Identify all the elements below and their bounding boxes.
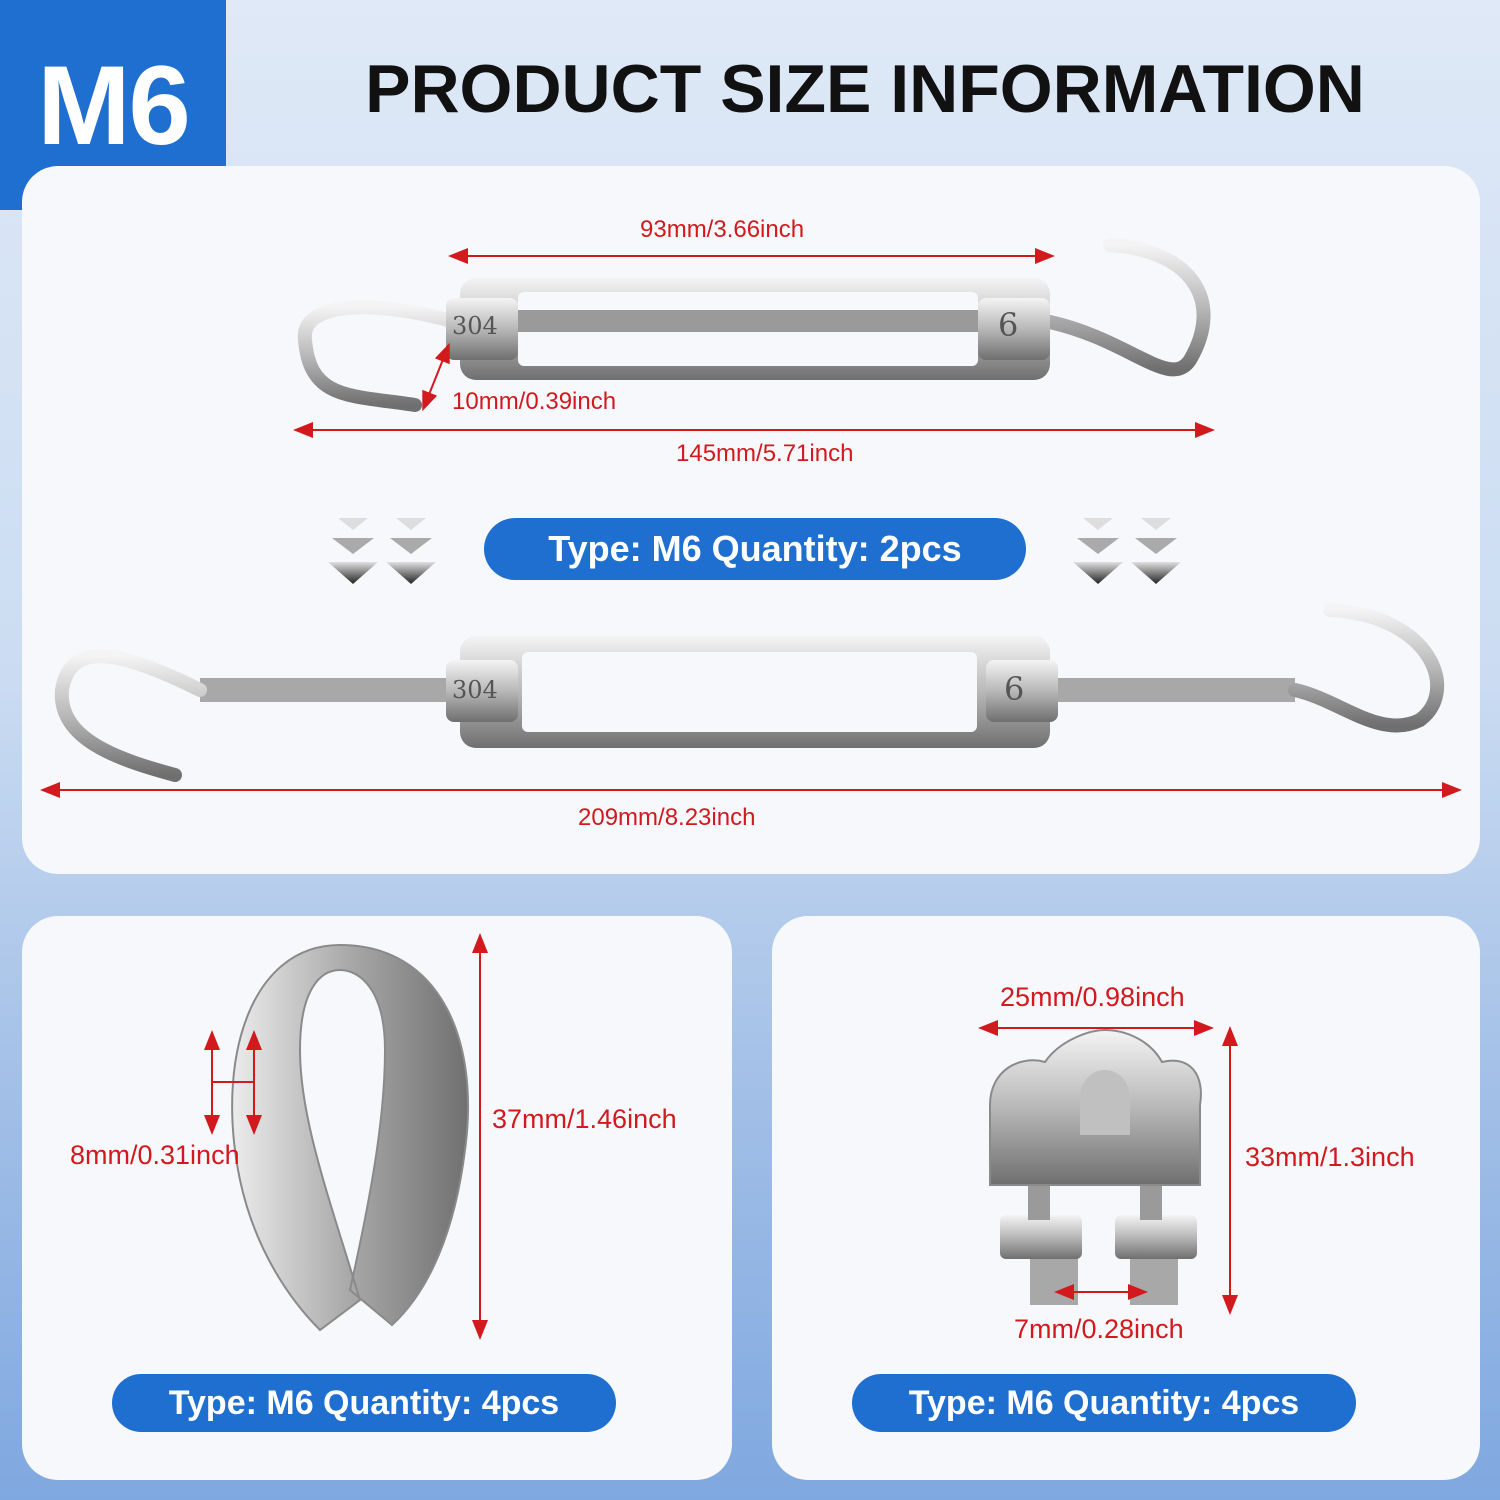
wire-clip-type-text: Type: M6 Quantity: 4pcs [908, 1383, 1300, 1422]
thimble-type-text: Type: M6 Quantity: 4pcs [168, 1383, 560, 1422]
dim-thimble-width: 8mm/0.31inch [70, 1140, 240, 1170]
down-arrows-icon [1073, 518, 1181, 584]
marking-304: 304 [452, 312, 498, 340]
dim-clip-width: 25mm/0.98inch [1000, 982, 1185, 1012]
page-title: PRODUCT SIZE INFORMATION [365, 51, 1365, 127]
dim-body-length: 93mm/3.66inch [640, 216, 805, 243]
dim-clip-gap: 7mm/0.28inch [1014, 1314, 1184, 1344]
dim-hook-opening: 10mm/0.39inch [452, 388, 617, 415]
thimble-type-label: Type: M6 Quantity: 4pcs [112, 1374, 616, 1432]
dim-closed-length: 145mm/5.71inch [676, 440, 854, 467]
wire-rope-clip [989, 1028, 1202, 1305]
thimble [231, 943, 469, 1332]
wire-clip-type-label: Type: M6 Quantity: 4pcs [852, 1374, 1356, 1432]
turnbuckle-closed [297, 238, 1211, 412]
turnbuckle-type-label: Type: M6 Quantity: 2pcs [484, 518, 1026, 580]
dim-clip-height: 33mm/1.3inch [1245, 1142, 1415, 1172]
marking-6: 6 [998, 306, 1019, 344]
badge-text: M6 [37, 42, 191, 168]
dim-open-length: 209mm/8.23inch [578, 804, 756, 831]
dim-thimble-height: 37mm/1.46inch [492, 1104, 677, 1134]
turnbuckle-open [54, 603, 1444, 782]
dim-line-hook [422, 342, 450, 412]
turnbuckle-type-text: Type: M6 Quantity: 2pcs [548, 528, 962, 569]
marking-304: 304 [452, 676, 498, 704]
marking-6: 6 [1004, 670, 1025, 708]
down-arrows-icon [328, 518, 436, 584]
